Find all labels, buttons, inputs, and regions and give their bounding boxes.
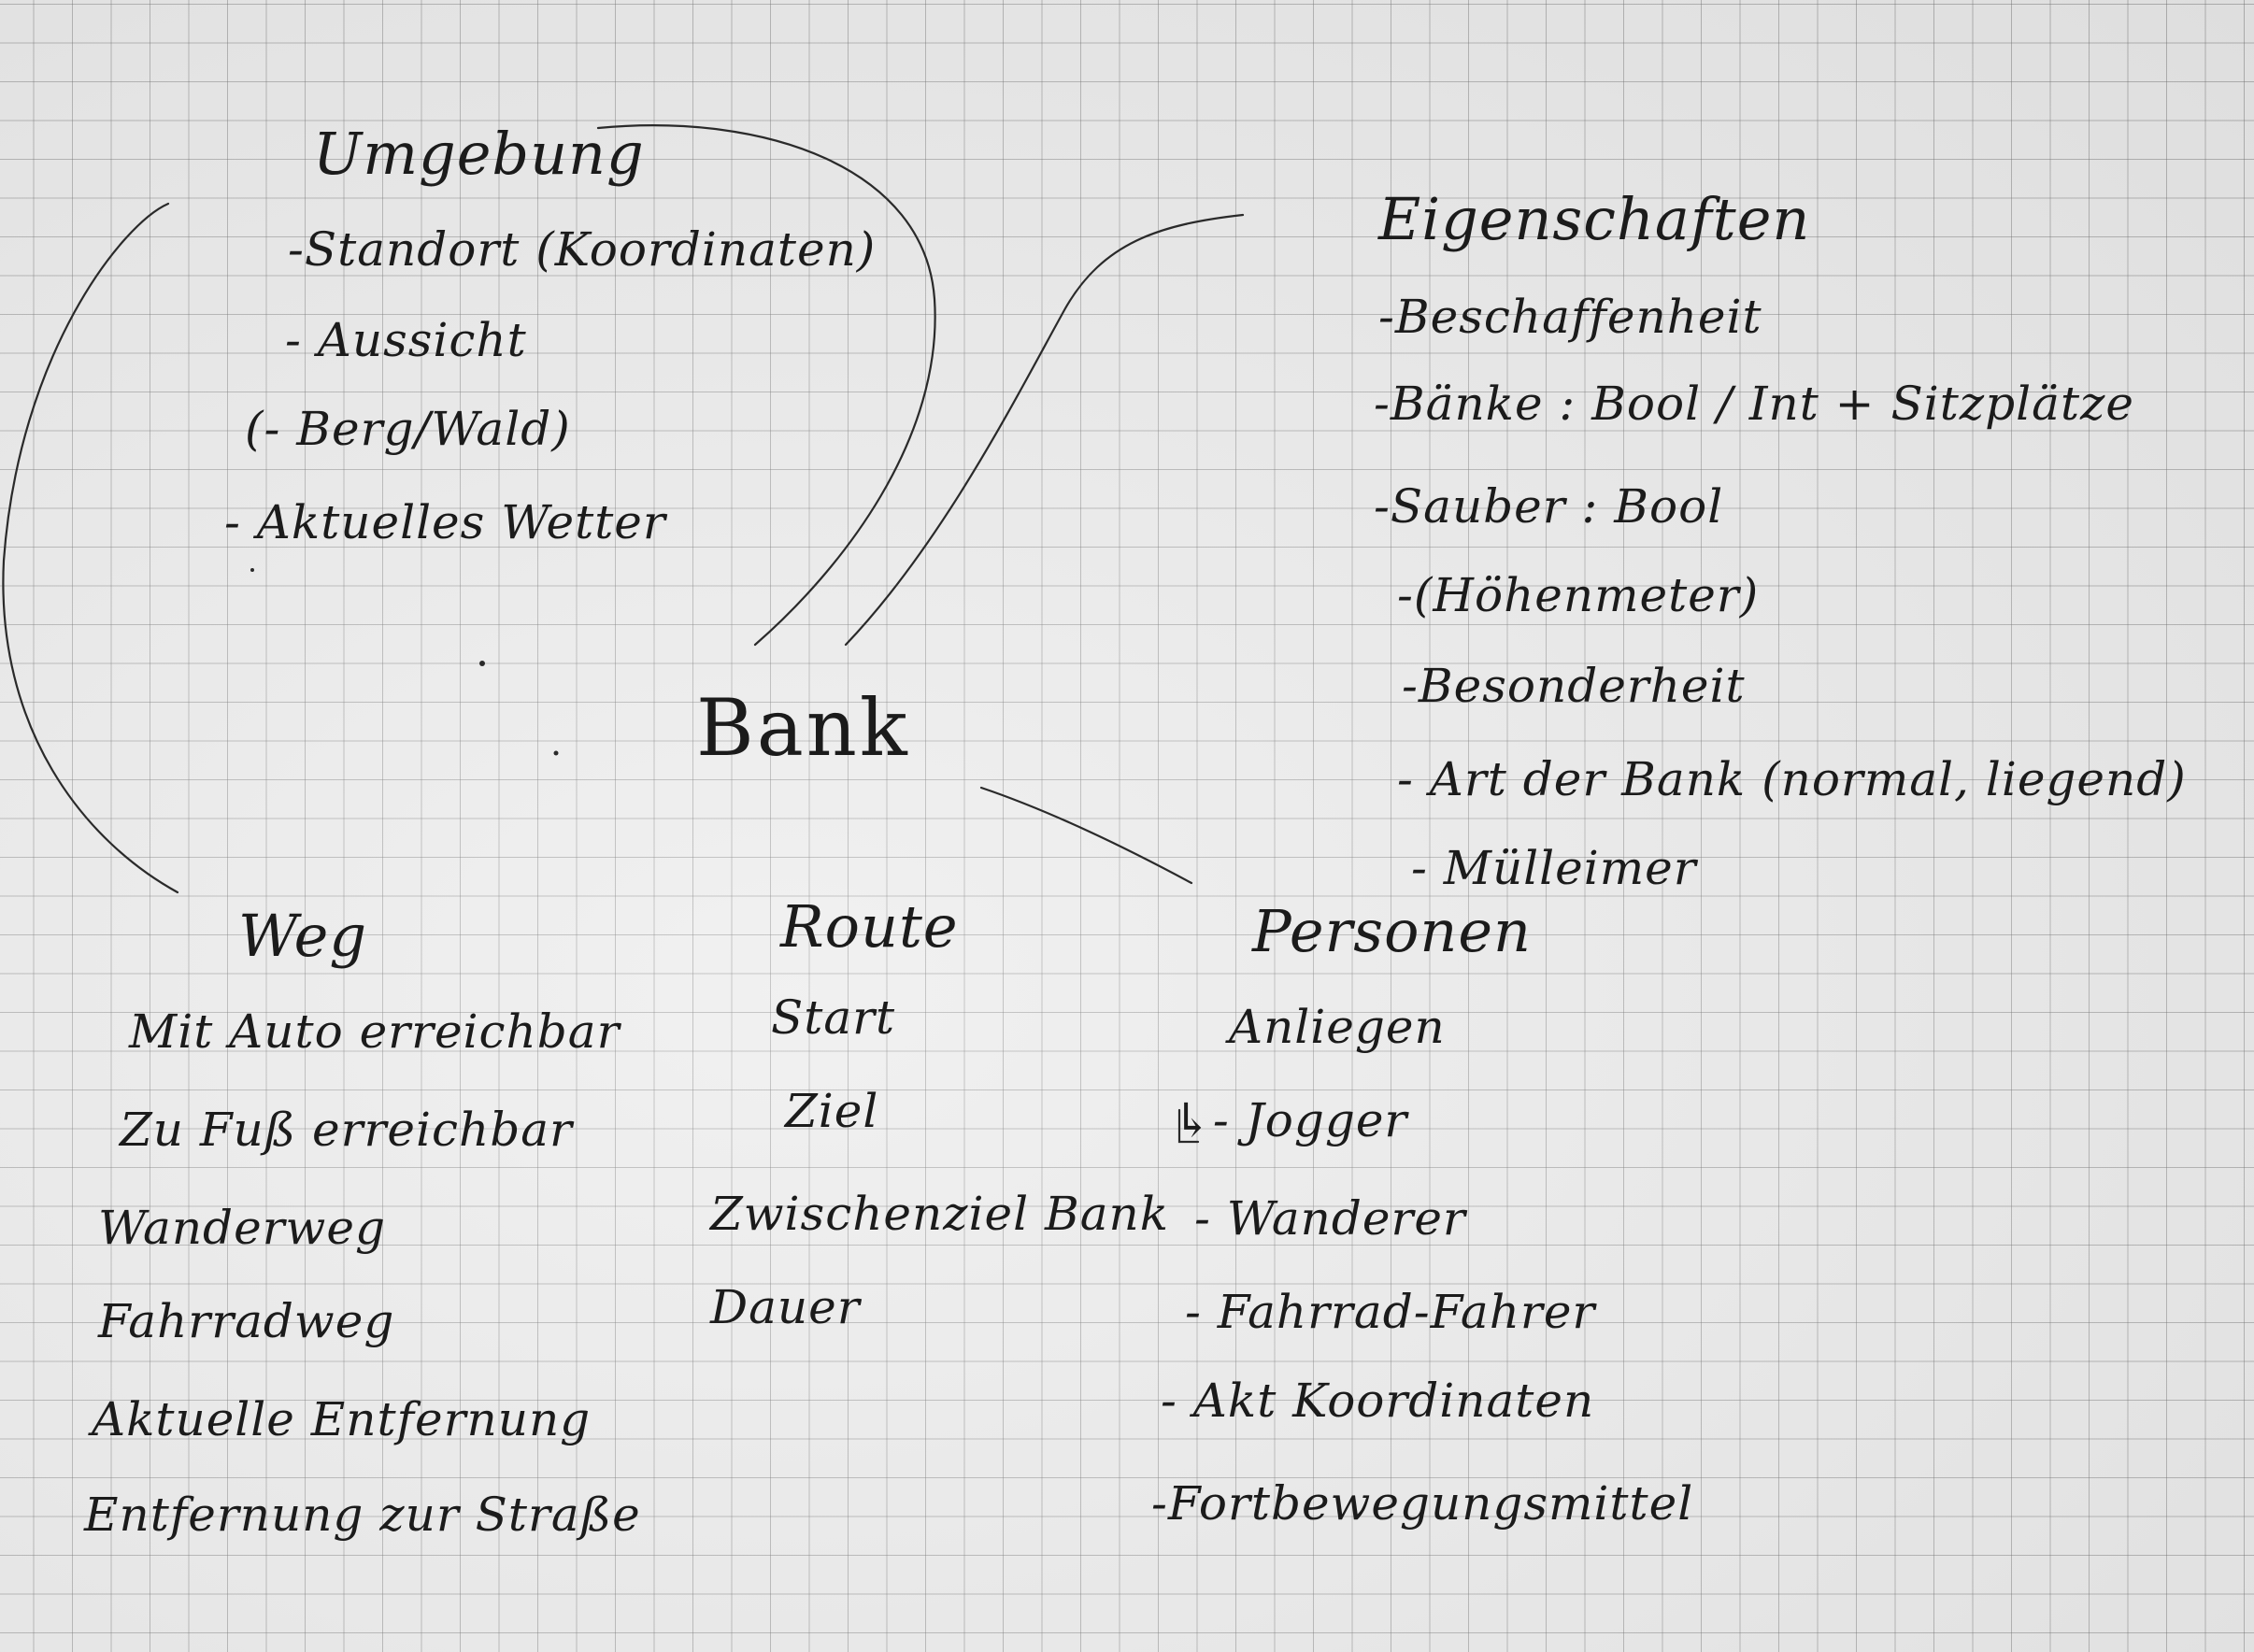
connector-weg-arc xyxy=(2,202,179,894)
connector-umgebung-arc xyxy=(596,124,936,647)
personen-item: ↳- Jogger xyxy=(1173,1093,1408,1147)
umgebung-item: - Aussicht xyxy=(285,313,527,367)
ink-dot xyxy=(250,568,254,572)
connector-personen xyxy=(979,786,1193,885)
weg-item: Wanderweg xyxy=(98,1201,386,1255)
weg-item: Aktuelle Entfernung xyxy=(92,1392,592,1446)
weg-item: Fahrradweg xyxy=(98,1294,395,1348)
umgebung-item: (- Berg/Wald) xyxy=(245,402,571,456)
umgebung-item: - Aktuelles Wetter xyxy=(224,495,666,549)
umgebung-title: Umgebung xyxy=(313,120,645,188)
eigenschaften-title: Eigenschaften xyxy=(1378,185,1811,253)
personen-item: -Fortbewegungsmittel xyxy=(1151,1476,1694,1531)
connector-eigenschaften xyxy=(844,213,1245,647)
personen-hook xyxy=(1177,1108,1200,1144)
eigenschaften-item: -Besonderheit xyxy=(1402,659,1746,713)
route-item: Ziel xyxy=(785,1084,879,1138)
route-item: Dauer xyxy=(710,1280,861,1334)
weg-item: Mit Auto erreichbar xyxy=(129,1004,621,1059)
eigenschaften-item: - Art der Bank (normal, liegend) xyxy=(1397,752,2187,806)
personen-title: Personen xyxy=(1252,897,1532,965)
personen-item: - Akt Koordinaten xyxy=(1161,1374,1595,1428)
ink-dot xyxy=(553,750,559,756)
personen-item: - Fahrrad-Fahrer xyxy=(1185,1285,1596,1339)
eigenschaften-item: -Beschaffenheit xyxy=(1378,290,1762,344)
center-node-bank: Bank xyxy=(696,682,910,774)
umgebung-item: -Standort (Koordinaten) xyxy=(288,222,877,277)
personen-item: Anliegen xyxy=(1229,1000,1446,1054)
eigenschaften-item: -Sauber : Bool xyxy=(1374,479,1724,534)
ink-dot xyxy=(479,661,485,666)
eigenschaften-item: - Mülleimer xyxy=(1411,841,1697,895)
weg-item: Entfernung zur Straße xyxy=(84,1488,641,1542)
route-item: Zwischenziel Bank xyxy=(710,1187,1170,1241)
route-item: Start xyxy=(771,990,896,1045)
eigenschaften-item: -Bänke : Bool / Int + Sitzplätze xyxy=(1374,377,2134,431)
route-title: Route xyxy=(780,892,959,961)
weg-title: Weg xyxy=(238,902,368,970)
eigenschaften-item: -(Höhenmeter) xyxy=(1397,568,1760,622)
personen-item: - Wanderer xyxy=(1194,1191,1466,1246)
weg-item: Zu Fuß erreichbar xyxy=(120,1103,573,1157)
